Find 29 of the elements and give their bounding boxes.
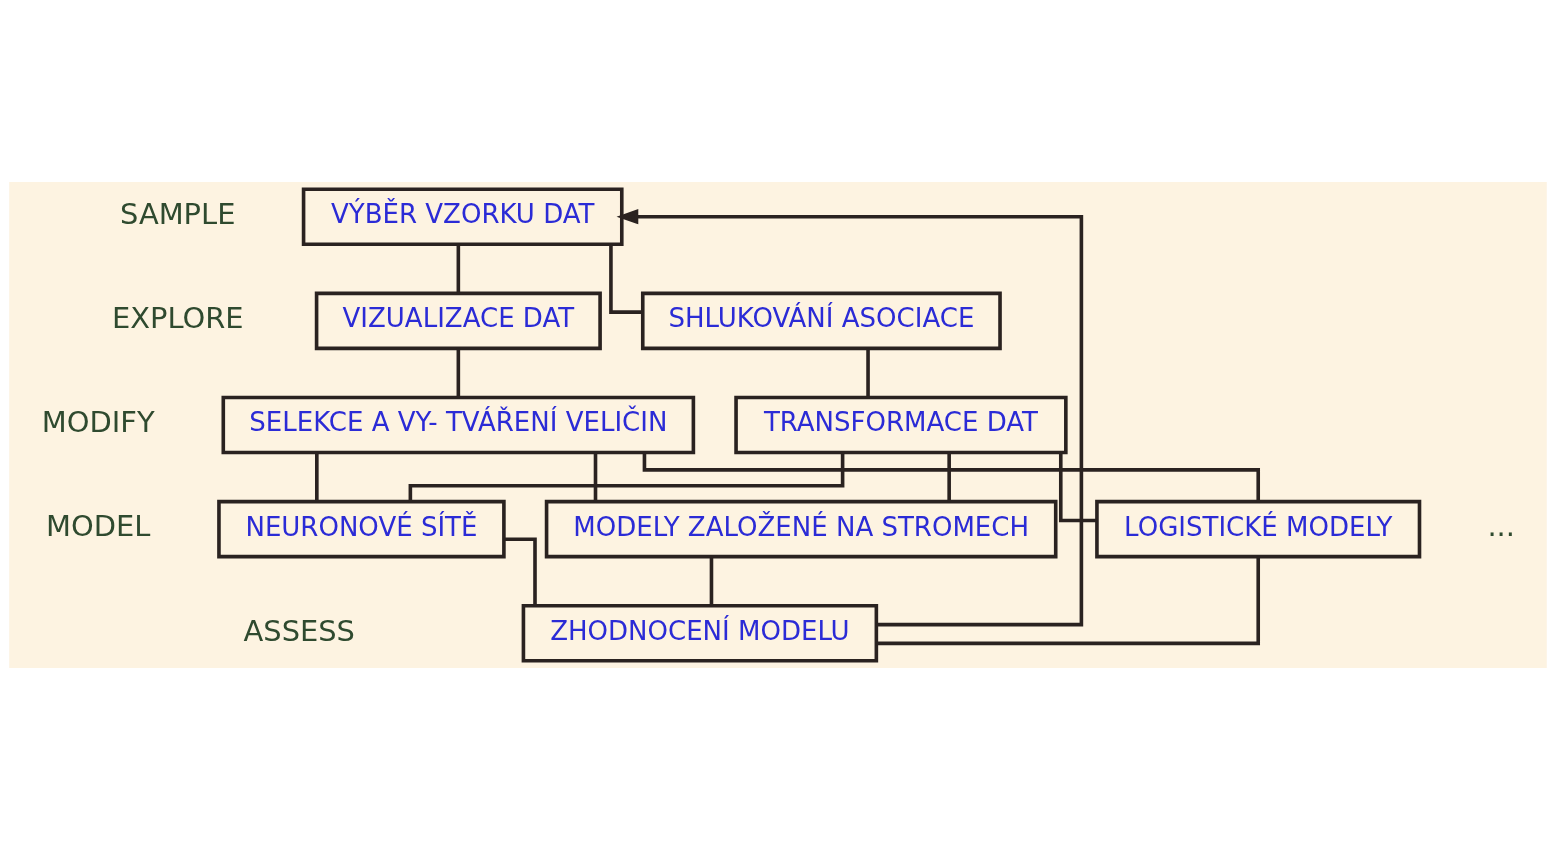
node-box: LOGISTICKÉ MODELY — [1095, 499, 1422, 558]
label: SAMPLE — [120, 196, 236, 231]
connector — [947, 452, 951, 501]
node-box: VÝBĚR VZORKU DAT — [301, 186, 624, 246]
label: MODEL — [46, 508, 151, 543]
node-box: SHLUKOVÁNÍ ASOCIACE — [640, 291, 1002, 350]
connector — [456, 348, 461, 397]
connector — [408, 452, 845, 501]
node-box: ZHODNOCENÍ MODELU — [521, 603, 879, 663]
node-box: SELEKCE A VY- TVÁŘENÍ VELIČIN — [221, 395, 696, 454]
connector — [456, 244, 461, 293]
label: ASSESS — [243, 613, 355, 648]
connector — [709, 556, 714, 605]
connector — [609, 243, 643, 314]
node-box: MODELY ZALOŽENÉ NA STROMECH — [544, 499, 1058, 558]
node-box: NEURONOVÉ SÍTĚ — [217, 499, 506, 558]
node-box: TRANSFORMACE DAT — [734, 395, 1068, 454]
connector — [593, 452, 598, 501]
node-box: VIZUALIZACE DAT — [314, 291, 602, 350]
label: EXPLORE — [111, 300, 244, 335]
connector — [315, 452, 319, 501]
label: ... — [1487, 508, 1515, 543]
connector — [866, 348, 870, 397]
arrow — [616, 208, 1084, 626]
connector — [1058, 452, 1097, 522]
connector — [642, 452, 1260, 502]
connector — [876, 556, 1260, 645]
label: MODIFY — [41, 404, 155, 439]
connector — [503, 536, 537, 606]
